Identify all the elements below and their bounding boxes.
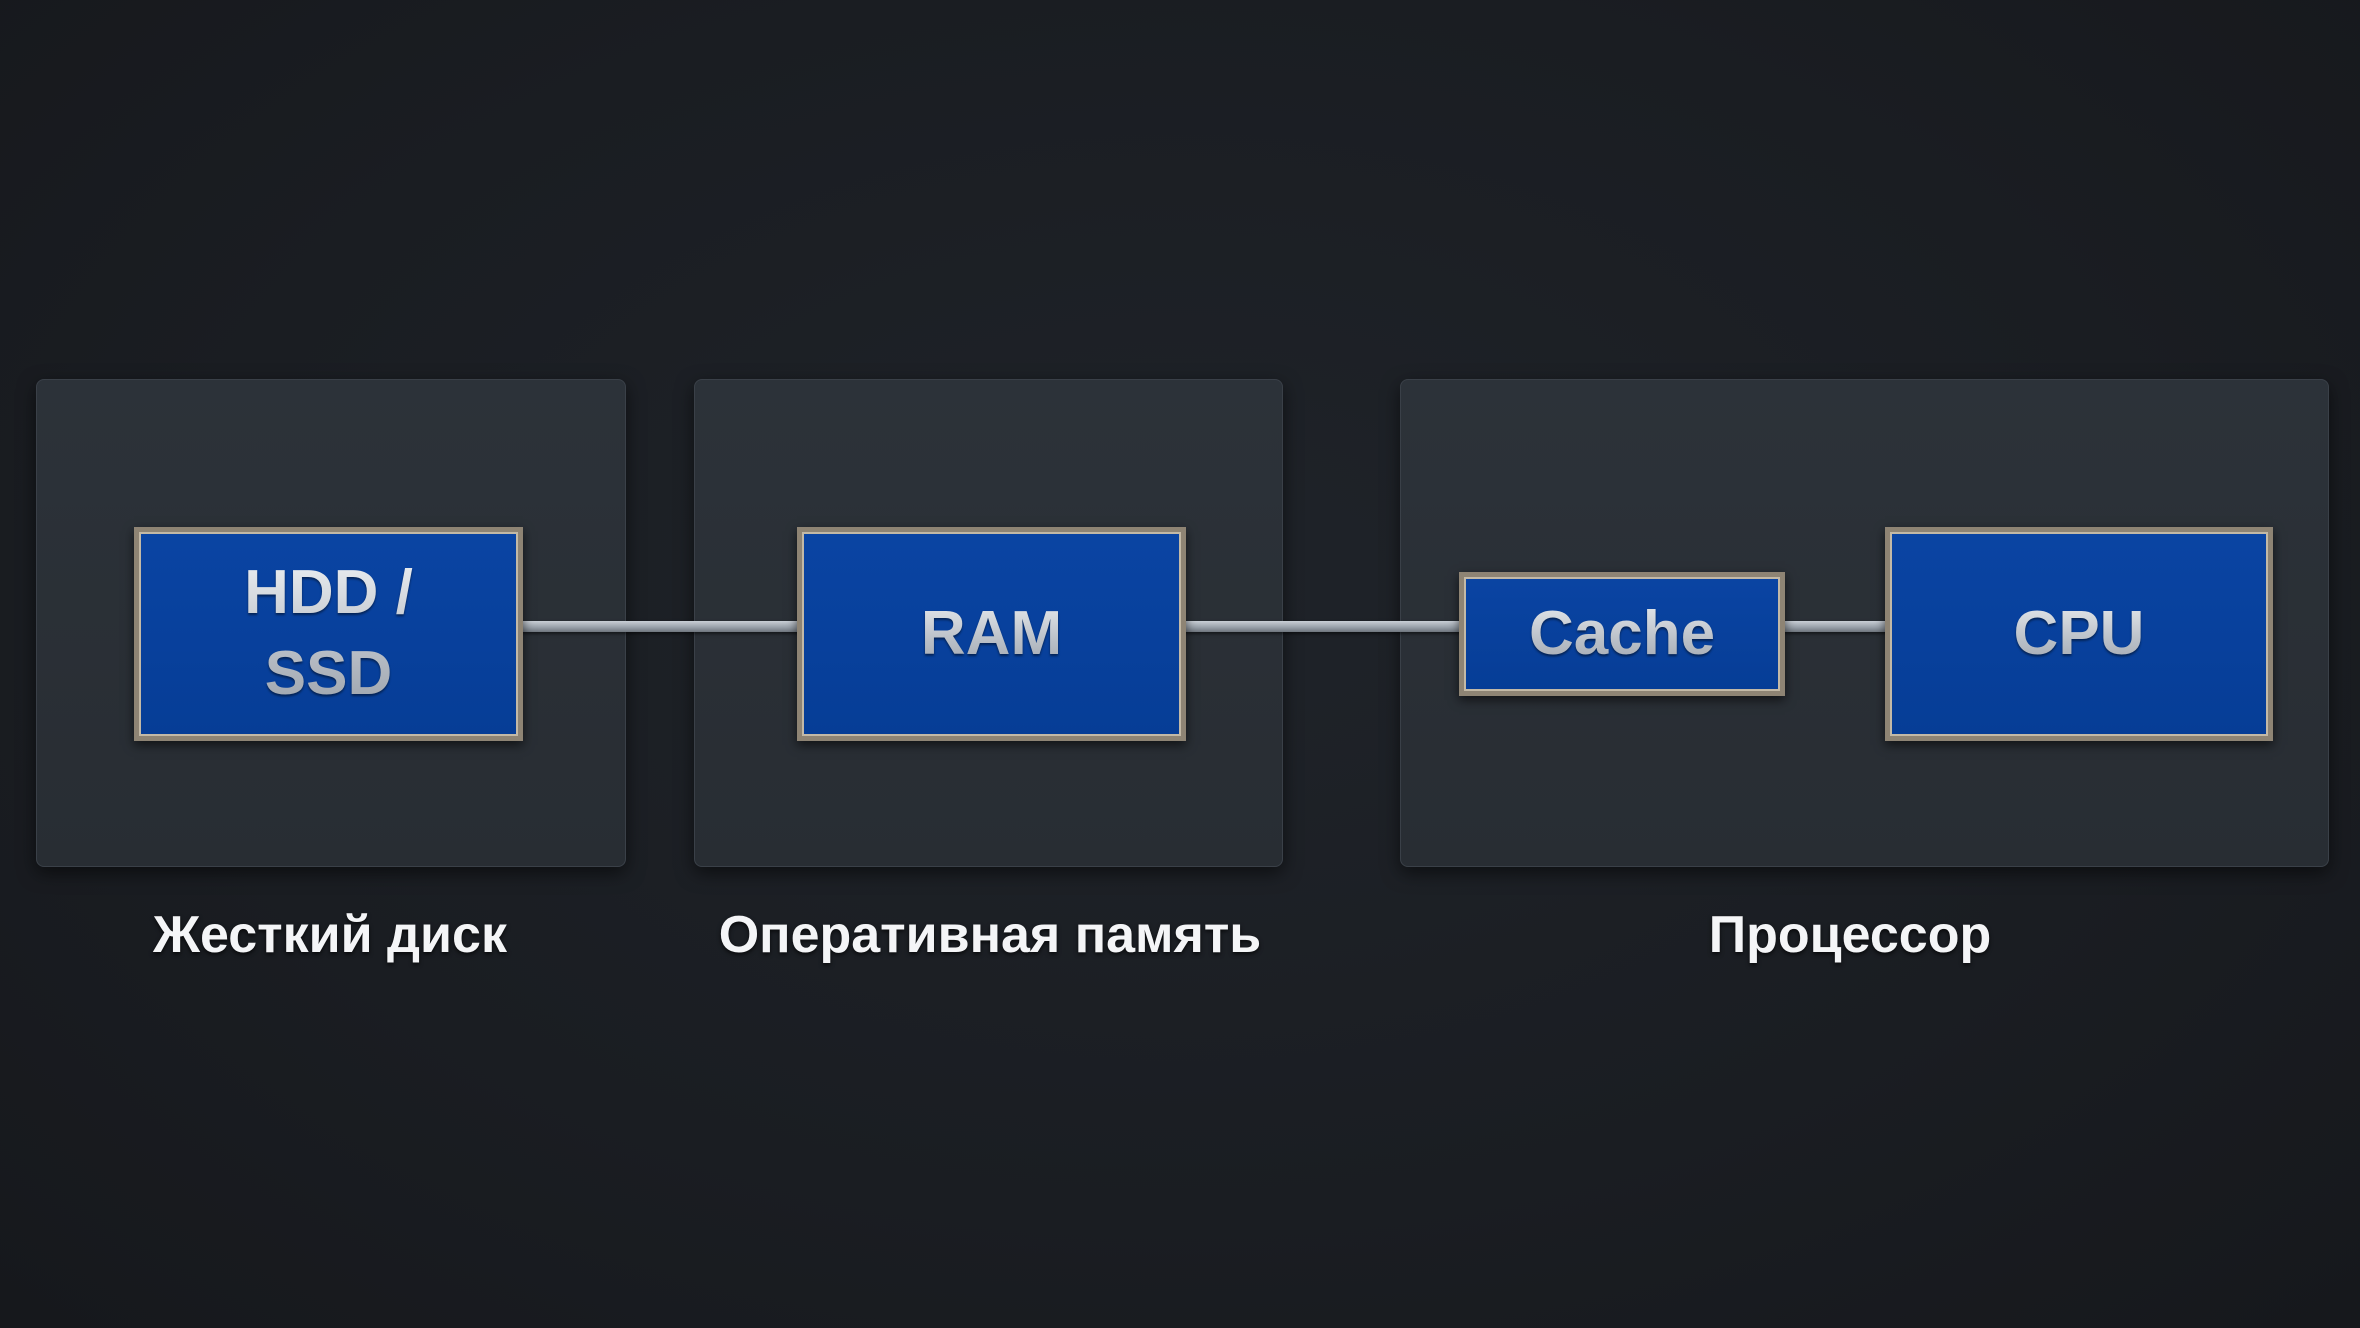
memory-group-caption: Оперативная память: [718, 906, 1262, 964]
node-cpu-label: CPU: [2014, 594, 2145, 675]
node-hdd-ssd: HDD / SSD: [134, 527, 523, 741]
node-cache: Cache: [1459, 572, 1785, 696]
edge-ram-to-cache: [1182, 621, 1464, 632]
storage-group-caption: Жесткий диск: [153, 906, 507, 964]
edge-cache-to-cpu: [1781, 621, 1890, 632]
node-ram: RAM: [797, 527, 1186, 741]
node-ram-label: RAM: [921, 594, 1062, 675]
node-hdd-ssd-label: HDD / SSD: [244, 553, 413, 714]
node-cpu: CPU: [1885, 527, 2273, 741]
node-cache-label: Cache: [1529, 594, 1715, 675]
processor-group-caption: Процессор: [1708, 906, 1992, 964]
edge-hdd-to-ram: [520, 621, 802, 632]
